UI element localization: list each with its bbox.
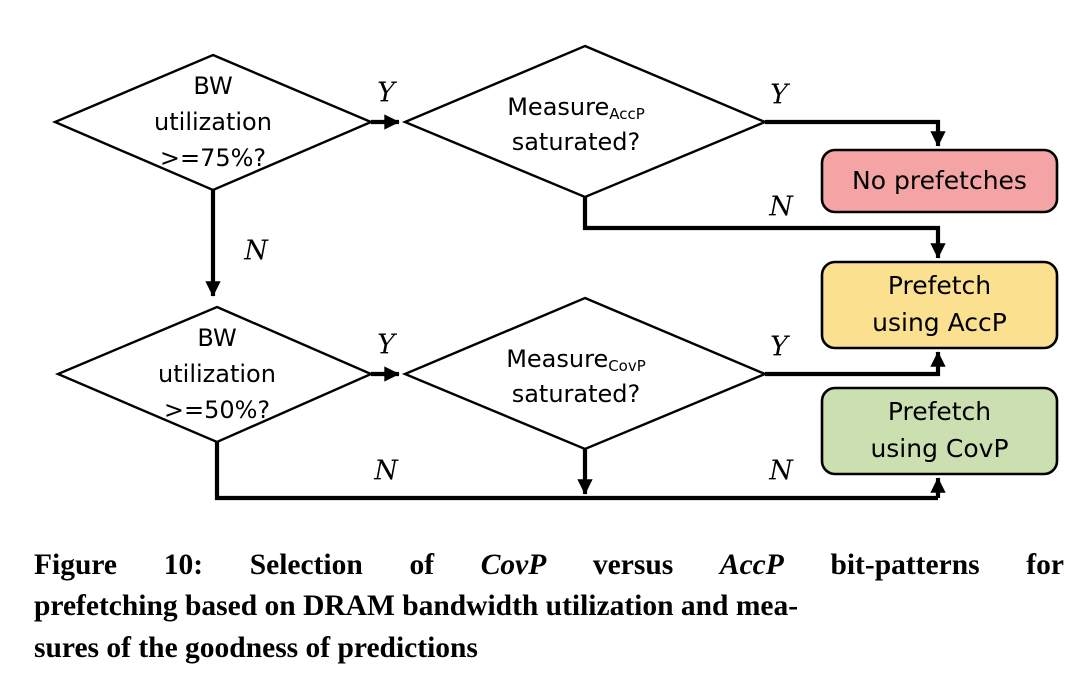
caption-word-figure: Figure	[34, 549, 118, 581]
prefetch-accp-line1: Prefetch	[888, 271, 991, 300]
caption-word-number: 10:	[163, 549, 204, 581]
node-measure-covp-main: Measure	[506, 345, 608, 373]
edge-covp-yes: Y	[765, 332, 946, 377]
node-bw50-line2: utilization	[158, 360, 276, 388]
node-bw75-line2: utilization	[154, 108, 272, 136]
prefetch-accp-line2: using AccP	[872, 308, 1007, 337]
flowchart-figure: N Y Y N Y	[51, 44, 1059, 501]
prefetch-covp-line2: using CovP	[870, 434, 1008, 463]
edge-label-bw75-no: N	[243, 236, 269, 267]
edge-bw50-yes: Y	[371, 330, 400, 382]
node-measure-accp[interactable]: MeasureAccP saturated?	[401, 44, 769, 199]
prefetch-accp-box	[820, 260, 1059, 350]
prefetch-covp-box	[820, 386, 1059, 476]
node-prefetch-covp[interactable]: Prefetch using CovP	[820, 386, 1059, 476]
node-measure-accp-main: Measure	[507, 93, 609, 121]
edge-accp-yes: Y	[765, 80, 946, 147]
prefetch-covp-line1: Prefetch	[888, 397, 991, 426]
node-bw50-line3: >=50%?	[164, 396, 270, 424]
node-measure-covp-sub: CovP	[608, 357, 646, 375]
edge-label-accp-yes: Y	[770, 80, 790, 111]
edge-label-accp-no: N	[768, 192, 794, 223]
caption-word-accp: AccP	[719, 549, 784, 581]
edge-label-covp-yes: Y	[770, 332, 790, 363]
edge-label-bw50-yes: Y	[377, 330, 397, 361]
node-measure-accp-sub: AccP	[609, 105, 645, 123]
caption-line-3: sures of the goodness of predictions	[34, 631, 478, 664]
edge-accp-no: N	[582, 192, 946, 259]
caption-word-of: of	[409, 549, 435, 581]
no-prefetches-label: No prefetches	[852, 166, 1027, 195]
caption-word-covp: CovP	[480, 549, 547, 581]
node-prefetch-accp[interactable]: Prefetch using AccP	[820, 260, 1059, 350]
node-bw75-line3: >=75%?	[160, 144, 266, 172]
node-bw75-line1: BW	[193, 72, 232, 100]
caption-word-versus: versus	[592, 549, 674, 581]
edge-label-covp-no: N	[768, 456, 794, 487]
edge-bw75-no: N	[205, 190, 269, 297]
edge-bw50-no: N	[214, 442, 938, 501]
caption-word-selection: Selection	[249, 549, 363, 581]
flowchart-svg: N Y Y N Y	[51, 44, 1059, 501]
caption-word-bitpatterns: bit-patterns	[830, 549, 980, 581]
edge-bw75-yes: Y	[371, 78, 400, 130]
edge-label-bw75-yes: Y	[377, 78, 397, 109]
node-bw50-line1: BW	[197, 324, 236, 352]
caption-line-2: prefetching based on DRAM bandwidth util…	[34, 590, 799, 623]
node-measure-accp-line1: MeasureAccP	[507, 93, 645, 123]
node-bw50[interactable]: BW utilization >=50%?	[54, 305, 374, 444]
caption-line-1: Figure 10: Selection of CovP versus AccP…	[34, 545, 1064, 586]
node-measure-accp-line2: saturated?	[512, 128, 641, 156]
edge-label-bw50-no: N	[373, 456, 399, 487]
edge-covp-no: N	[577, 449, 794, 495]
figure-caption: Figure 10: Selection of CovP versus AccP…	[34, 545, 1064, 669]
node-measure-covp[interactable]: MeasureCovP saturated?	[401, 296, 769, 451]
node-no-prefetches[interactable]: No prefetches	[820, 148, 1059, 214]
node-bw75[interactable]: BW utilization >=75%?	[51, 53, 375, 192]
caption-word-for: for	[1026, 549, 1064, 581]
node-measure-covp-line2: saturated?	[512, 380, 641, 408]
node-measure-covp-line1: MeasureCovP	[506, 345, 646, 375]
no-prefetches-box	[820, 148, 1059, 214]
